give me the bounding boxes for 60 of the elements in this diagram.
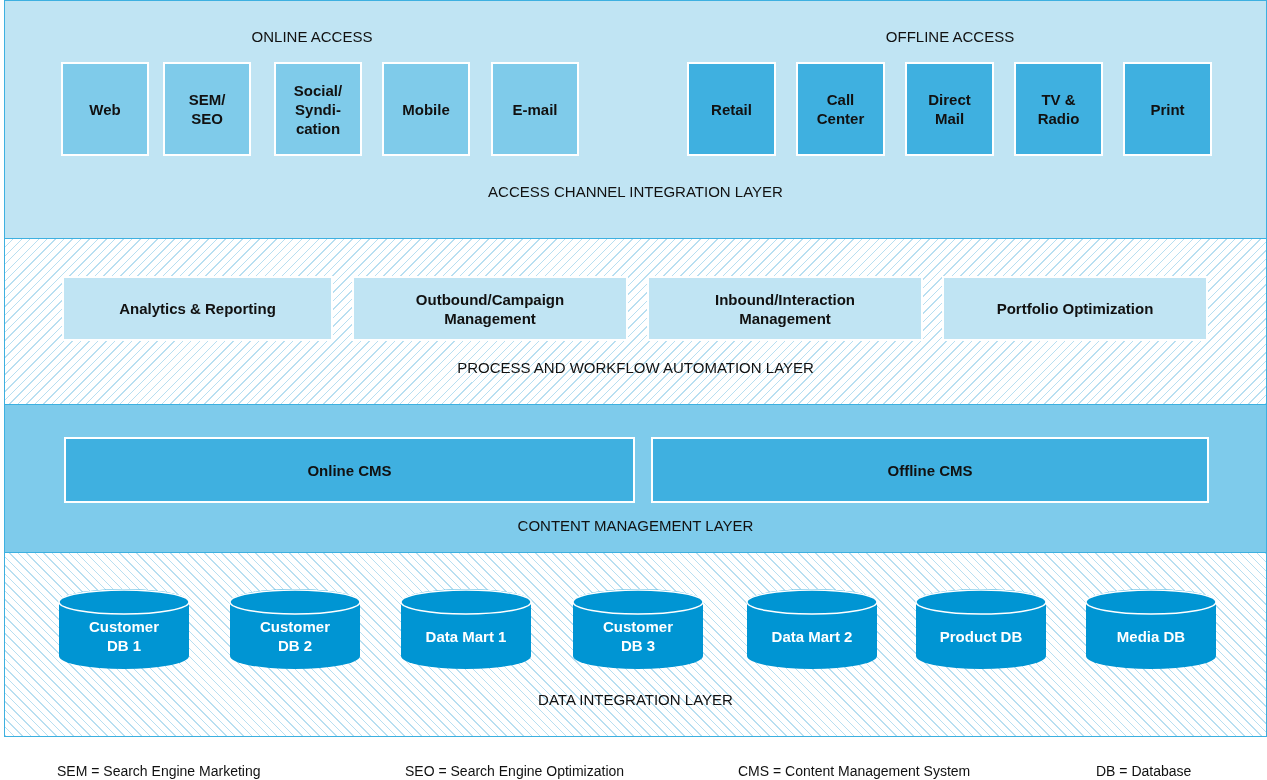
database-cylinder (746, 589, 878, 669)
process-box (62, 276, 333, 341)
database-cylinder (915, 589, 1047, 669)
channel-box (687, 62, 776, 156)
box-label: Social/ Syndi- cation (292, 80, 344, 138)
box-label: E-mail (512, 99, 558, 119)
cms-box (651, 437, 1209, 503)
database-label: Data Mart 1 (425, 626, 507, 646)
group-heading: ONLINE ACCESS (251, 28, 373, 45)
process-box (942, 276, 1208, 341)
layer-title: CONTENT MANAGEMENT LAYER (516, 517, 755, 534)
layer-title: PROCESS AND WORKFLOW AUTOMATION LAYER (456, 359, 815, 376)
box-label: Offline CMS (887, 460, 973, 480)
box-label: Web (89, 99, 121, 119)
channel-box (796, 62, 885, 156)
process-box (647, 276, 923, 341)
cms-box (64, 437, 635, 503)
database-cylinder (400, 589, 532, 669)
abbreviation-note: SEO = Search Engine Optimization (405, 763, 625, 779)
channel-box (905, 62, 994, 156)
layer-title: DATA INTEGRATION LAYER (537, 691, 734, 708)
layer-title: ACCESS CHANNEL INTEGRATION LAYER (487, 183, 784, 200)
layer-band (4, 552, 1267, 737)
database-label: Product DB (939, 626, 1023, 646)
abbreviation-note: DB = Database (1096, 763, 1192, 779)
channel-box (163, 62, 251, 156)
layer-band (4, 404, 1267, 553)
channel-box (491, 62, 579, 156)
box-label: Retail (711, 99, 752, 119)
box-label: Mobile (402, 99, 450, 119)
box-label: Analytics & Reporting (119, 299, 276, 318)
channel-box (274, 62, 362, 156)
process-box (352, 276, 628, 341)
box-label: Call Center (815, 90, 866, 128)
box-label: Outbound/Campaign Management (414, 289, 566, 328)
database-cylinder (229, 589, 361, 669)
layer-band (4, 0, 1267, 239)
channel-box (1123, 62, 1212, 156)
database-label: Data Mart 2 (771, 626, 853, 646)
database-label: Customer DB 1 (88, 617, 160, 655)
database-cylinder (1085, 589, 1217, 669)
channel-box (382, 62, 470, 156)
database-label: Customer DB 3 (602, 617, 674, 655)
box-label: Print (1150, 99, 1185, 119)
channel-box (61, 62, 149, 156)
box-label: SEM/ SEO (187, 90, 227, 128)
box-label: Online CMS (307, 460, 392, 480)
layer-band (4, 238, 1267, 405)
box-label: Inbound/Interaction Management (714, 289, 856, 328)
database-label: Customer DB 2 (259, 617, 331, 655)
box-label: TV & Radio (1036, 90, 1081, 128)
database-cylinder (572, 589, 704, 669)
box-label: Direct Mail (927, 90, 972, 128)
abbreviation-note: CMS = Content Management System (738, 763, 971, 779)
box-label: Portfolio Optimization (996, 299, 1154, 318)
database-cylinder (58, 589, 190, 669)
channel-box (1014, 62, 1103, 156)
abbreviation-note: SEM = Search Engine Marketing (57, 763, 261, 779)
group-heading: OFFLINE ACCESS (885, 28, 1015, 45)
database-label: Media DB (1116, 626, 1186, 646)
